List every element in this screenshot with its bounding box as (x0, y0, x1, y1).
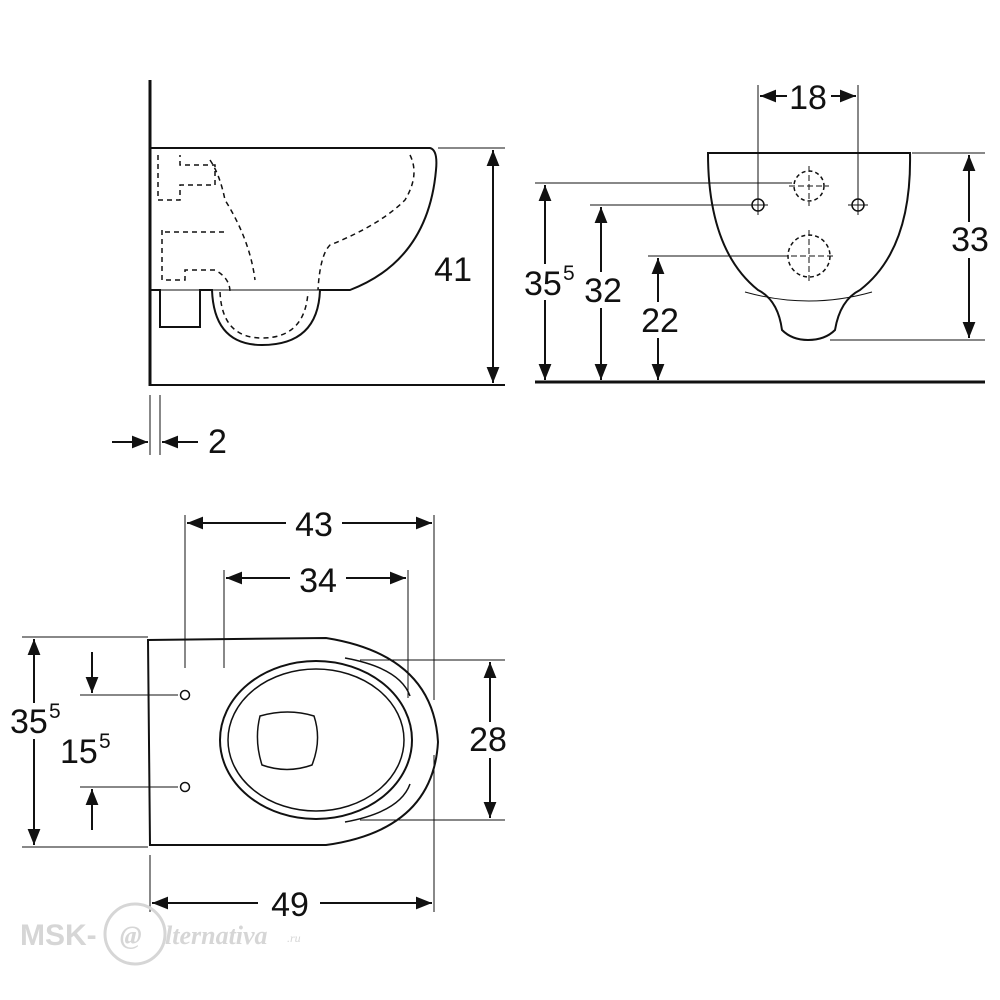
top-view (22, 515, 505, 912)
top-outline (146, 636, 440, 846)
dim-side-gap: 2 (208, 423, 227, 461)
top-mount-hole-lower (179, 781, 191, 793)
dim-top-hole-offset-sup: 5 (99, 730, 111, 753)
dim-front-hole-spacing: 18 (789, 79, 827, 117)
side-hidden-lines (157, 154, 415, 339)
watermark-at-circle (103, 902, 167, 966)
dim-top-depth-overall-sup: 5 (49, 700, 61, 723)
dim-top-hole-offset: 15 (60, 733, 98, 771)
dim-top-seat-width: 28 (469, 721, 507, 759)
top-seat-inner (227, 668, 405, 812)
top-seat-outer (219, 660, 413, 820)
dim-front-height-outlet: 22 (641, 302, 679, 340)
watermark-at-glyph: @ (120, 921, 142, 950)
top-seat-hinge (344, 657, 411, 697)
front-view (535, 85, 985, 384)
dim-top-width-overall: 43 (295, 506, 333, 544)
dim-front-height-main-sup: 5 (563, 262, 575, 285)
front-bowl-outline (706, 152, 912, 342)
watermark: MSK- @ lternativa .ru (20, 902, 301, 966)
top-mount-hole-upper (179, 689, 191, 701)
watermark-prefix: MSK- (20, 919, 97, 952)
dim-front-bowl-height: 33 (951, 221, 989, 259)
front-pan-curve (744, 291, 873, 302)
side-view (112, 80, 505, 455)
front-holes (748, 166, 868, 282)
dim-top-depth-overall: 35 (10, 703, 48, 741)
dim-front-height-upper: 32 (584, 272, 622, 310)
watermark-suffix: lternativa (165, 921, 268, 950)
side-bowl-outline (150, 147, 438, 347)
dim-top-length: 49 (271, 886, 309, 924)
dim-top-width-inner: 34 (299, 562, 337, 600)
dim-front-height-main: 35 (524, 265, 562, 303)
top-outlet-opening (256, 711, 319, 771)
watermark-domain: .ru (287, 931, 301, 945)
dim-side-height: 41 (434, 251, 472, 289)
